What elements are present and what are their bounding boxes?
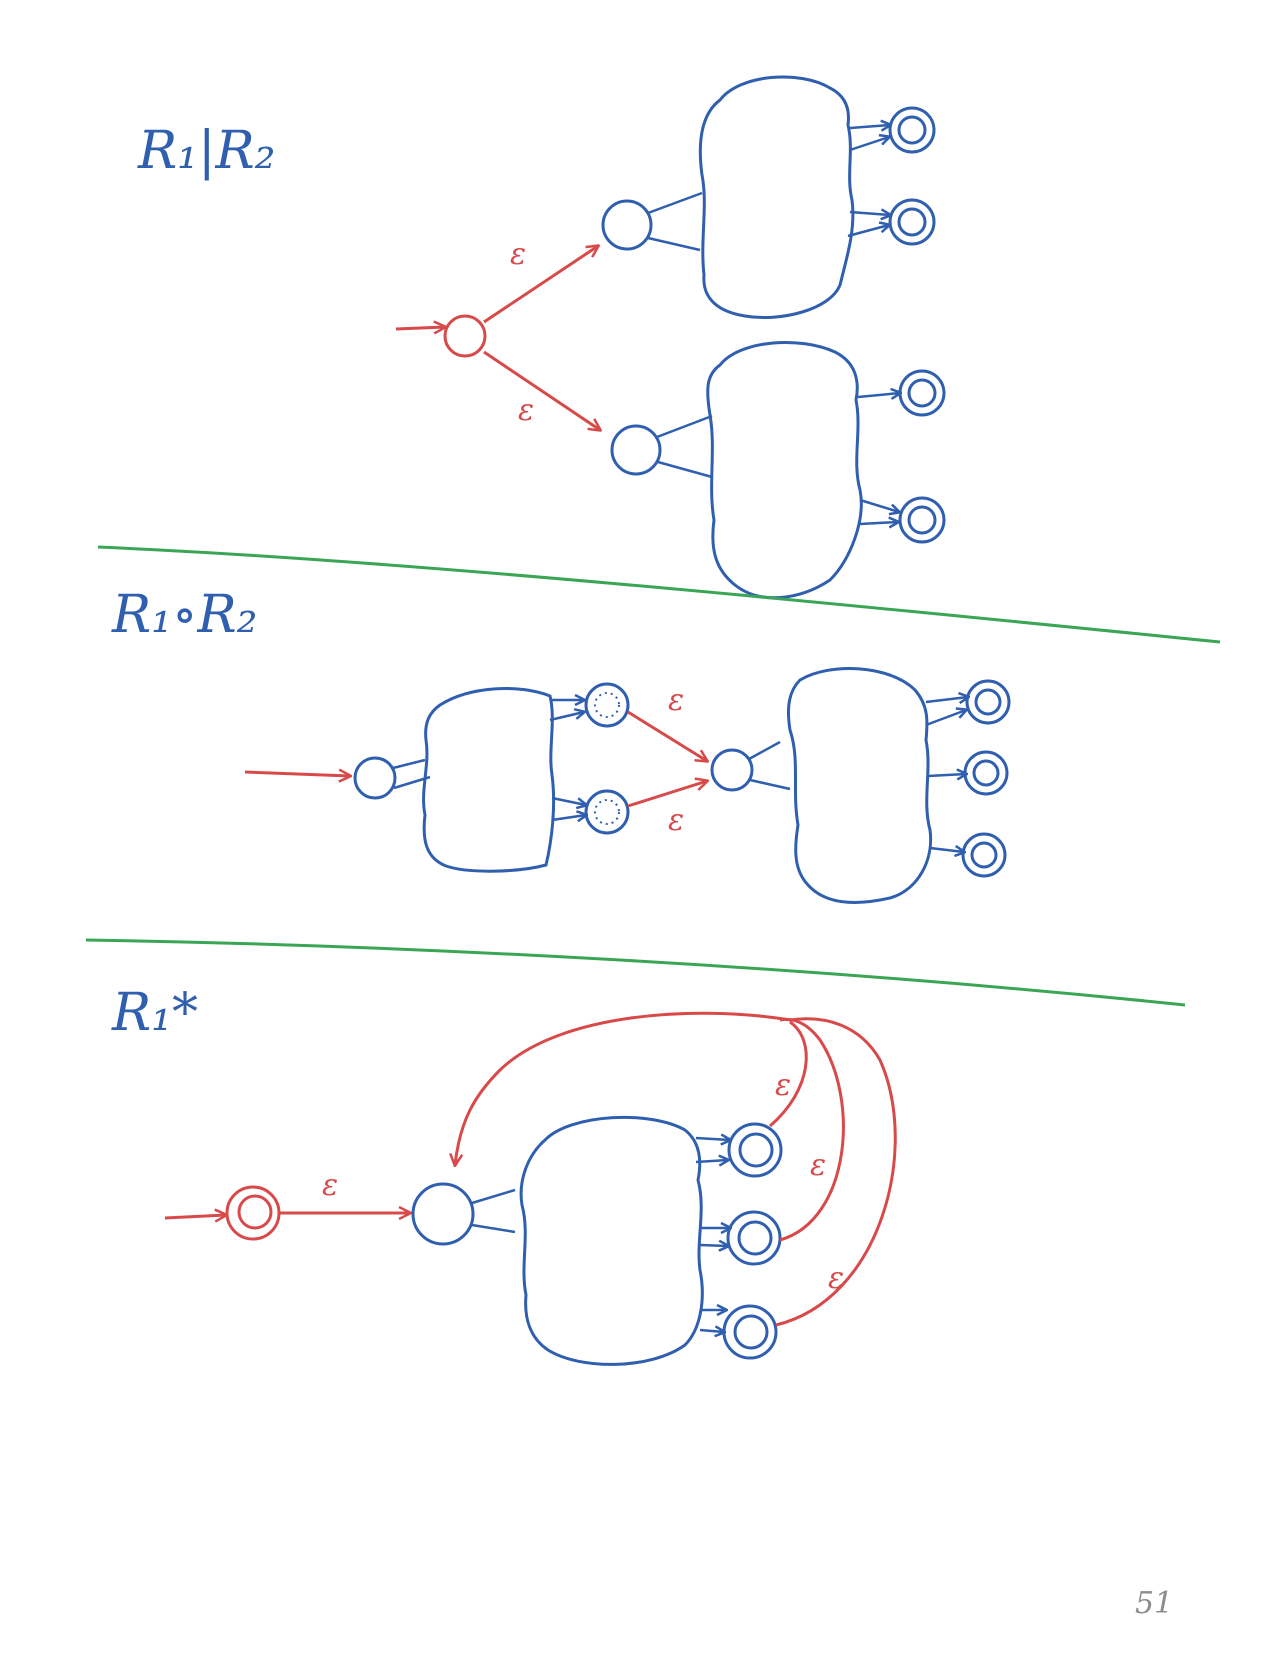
star-start-arrow [164,1215,226,1218]
union-lower-accept-arrow-3 [859,522,898,524]
star-epsilon-loop-return [455,1011,791,1165]
star-connector [471,1188,516,1234]
concat-second-accept-arrow-3 [927,774,966,776]
union-start-arrow [395,327,445,329]
star-epsilon-label-loop-3: ε [828,1261,844,1296]
section-divider-1 [97,545,1221,644]
star-accept-state-1 [727,1122,783,1178]
union-section: R₁|R₂ ε ε [137,75,946,600]
star-accept-arrow-1 [695,1138,730,1140]
star-epsilon-label-start: ε [322,1168,338,1203]
concat-second-accept-arrow-2 [925,710,966,727]
union-epsilon-label-lower: ε [518,393,534,428]
concat-first-out-arrow-2 [549,712,584,722]
concat-epsilon-arrow-upper [627,710,707,761]
union-upper-blob [698,75,855,320]
concat-former-accept-state-1 [584,682,630,728]
star-accept-arrow-2 [695,1160,728,1162]
section-divider-2 [85,938,1186,1007]
star-accept-state-2 [726,1210,782,1266]
star-title: R₁* [111,983,198,1043]
union-upper-start-state [601,199,653,251]
star-epsilon-loop-3 [775,1017,897,1327]
union-epsilon-arrow-lower [483,350,600,430]
star-accept-state-3 [722,1304,778,1360]
union-upper-accept-arrow-3 [849,212,890,215]
star-epsilon-loop-2 [779,1017,845,1242]
concat-former-accept-state-2 [584,789,630,835]
concat-start-arrow [244,772,350,776]
union-epsilon-arrow-upper [483,246,598,324]
concat-accept-state-2 [963,750,1009,796]
union-lower-accept-arrow-1 [857,393,900,397]
union-lower-start-state [610,424,662,476]
concat-second-connector [748,740,791,791]
union-upper-connector [647,191,703,252]
concat-first-blob [422,687,556,873]
concat-accept-state-1 [965,679,1011,725]
concat-epsilon-label-upper: ε [668,683,684,718]
concat-first-start-state [353,756,397,800]
page-number: 51 [1135,1586,1173,1621]
concat-first-out-arrow-4 [551,815,586,820]
union-lower-accept-state-1 [898,369,946,417]
union-upper-accept-state-1 [888,106,936,154]
concat-second-accept-arrow-1 [925,697,968,702]
concat-epsilon-arrow-lower [627,781,707,808]
union-epsilon-label-upper: ε [510,237,526,272]
union-upper-accept-state-2 [888,198,936,246]
concat-first-out-arrow-3 [551,796,586,805]
union-lower-accept-arrow-2 [859,498,899,512]
union-start-state [443,314,487,358]
concat-second-start-state [710,748,754,792]
concat-second-blob [786,667,933,904]
union-upper-accept-arrow-4 [847,225,889,238]
star-epsilon-label-loop-2: ε [810,1148,826,1183]
concat-section: R₁∘R₂ ε ε [111,585,1011,904]
star-blob [519,1115,704,1366]
union-upper-accept-arrow-2 [849,137,889,152]
star-section: R₁* ε [111,983,897,1366]
star-epsilon-label-loop-1: ε [775,1068,791,1103]
concat-accept-state-3 [961,832,1007,878]
concat-epsilon-label-lower: ε [668,803,684,838]
star-start-state [411,1182,475,1246]
union-lower-connector [656,414,713,479]
concat-second-accept-arrow-4 [929,848,964,852]
union-lower-accept-state-2 [898,496,946,544]
star-accept-arrow-6 [699,1330,724,1332]
star-accept-arrow-4 [699,1245,728,1246]
union-upper-accept-arrow-1 [849,125,890,128]
concat-title: R₁∘R₂ [111,585,258,645]
star-new-start-accept-state [225,1185,281,1241]
union-title: R₁|R₂ [137,121,276,181]
star-epsilon-loop-1 [769,1020,808,1128]
union-lower-blob [706,340,863,600]
